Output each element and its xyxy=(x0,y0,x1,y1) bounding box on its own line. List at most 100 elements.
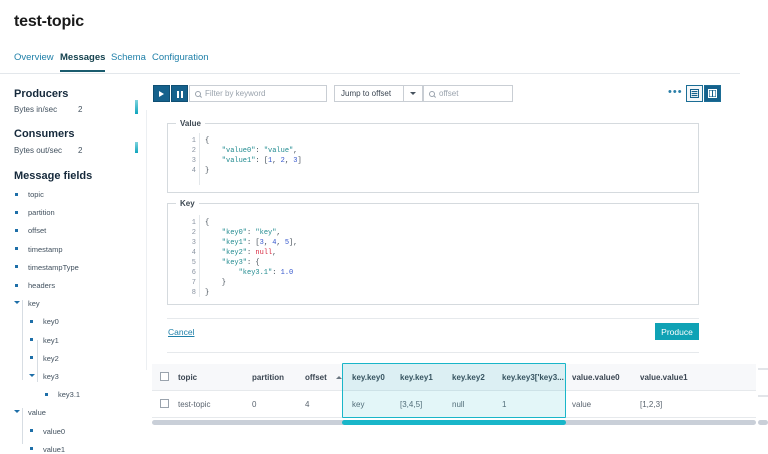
table-column-header[interactable]: key.key1 xyxy=(400,373,433,382)
line-number: 6 xyxy=(191,269,196,277)
filter-input[interactable]: Filter by keyword xyxy=(189,85,327,102)
code-line: "key1": [3, 4, 5], xyxy=(205,239,298,247)
jump-mode-select[interactable]: Jump to offset xyxy=(334,85,404,102)
key-editor-legend: Key xyxy=(176,199,199,208)
tab-overview[interactable]: Overview xyxy=(14,52,54,63)
bytes-in-value: 2 xyxy=(78,105,83,114)
tree-guide-line xyxy=(22,300,23,380)
sidebar-field-timestamp[interactable]: timestamp xyxy=(28,244,63,254)
code-line: "key3": { xyxy=(205,259,260,267)
sidebar-field-key0[interactable]: key0 xyxy=(43,317,59,327)
edge-clipped-scrollbar xyxy=(758,420,768,425)
table-cell: null xyxy=(452,400,465,409)
tab-schema[interactable]: Schema xyxy=(111,52,146,63)
producers-sparkline xyxy=(135,100,138,114)
table-column-header[interactable]: value.value1 xyxy=(640,373,688,382)
code-line: "key2": null, xyxy=(205,249,277,257)
sidebar-field-key3-1[interactable]: key3.1 xyxy=(58,390,81,400)
sidebar-field-value[interactable]: value xyxy=(28,408,46,418)
sidebar-field-topic[interactable]: topic xyxy=(28,190,44,199)
line-number: 1 xyxy=(191,137,196,145)
section-divider xyxy=(167,352,699,353)
list-view-icon xyxy=(690,89,699,98)
value-editor-box[interactable] xyxy=(167,123,699,193)
code-line: "key0": "key", xyxy=(205,229,281,237)
jump-mode-caret-button[interactable] xyxy=(404,85,423,102)
filter-placeholder: Filter by keyword xyxy=(205,89,266,98)
offset-placeholder: offset xyxy=(439,89,459,98)
table-column-header[interactable]: key.key0 xyxy=(352,373,385,382)
line-number: 4 xyxy=(191,167,196,175)
table-column-header[interactable]: offset xyxy=(305,373,327,382)
table-column-header[interactable]: topic xyxy=(178,373,198,382)
select-all-checkbox[interactable] xyxy=(160,372,169,381)
horizontal-scrollbar-thumb[interactable] xyxy=(342,420,566,425)
tab-messages[interactable]: Messages xyxy=(60,52,106,72)
table-column-header[interactable]: partition xyxy=(252,373,284,382)
sort-ascending-icon[interactable] xyxy=(336,376,342,379)
ellipsis-icon[interactable]: ••• xyxy=(668,86,683,98)
produce-button[interactable]: Produce xyxy=(655,323,699,340)
code-line: "value0": "value", xyxy=(205,147,298,155)
producers-heading: Producers xyxy=(14,88,69,100)
sidebar-main-divider xyxy=(146,110,147,370)
code-line: } xyxy=(205,289,210,297)
sidebar-field-timestamptype[interactable]: timestampType xyxy=(28,262,79,272)
message-fields-heading: Message fields xyxy=(14,170,93,182)
table-column-header[interactable]: key.key3['key3... xyxy=(502,373,564,382)
sidebar-field-key[interactable]: key xyxy=(28,299,40,309)
table-column-header[interactable]: value.value0 xyxy=(572,373,620,382)
table-cell: test-topic xyxy=(178,400,211,409)
bytes-out-value: 2 xyxy=(78,146,83,155)
form-actions-divider xyxy=(167,318,699,319)
play-icon xyxy=(159,90,164,97)
bullet-icon xyxy=(30,319,33,323)
edge-clipped-row xyxy=(758,368,768,370)
table-column-header[interactable]: key.key2 xyxy=(452,373,485,382)
key-editor-box[interactable] xyxy=(167,203,699,305)
sidebar-field-value1[interactable]: value1 xyxy=(43,444,66,454)
jump-mode-value: Jump to offset xyxy=(341,89,392,98)
bullet-icon xyxy=(15,192,18,196)
split-view-button[interactable] xyxy=(704,85,721,102)
offset-input[interactable]: offset xyxy=(423,85,513,102)
play-button[interactable] xyxy=(153,85,170,102)
edge-clipped-row xyxy=(758,395,768,397)
table-header-border xyxy=(152,390,756,391)
code-line: { xyxy=(205,137,210,145)
sidebar-field-key1[interactable]: key1 xyxy=(43,335,59,345)
line-number: 1 xyxy=(191,219,196,227)
table-row-border xyxy=(152,417,756,418)
tab-configuration[interactable]: Configuration xyxy=(152,52,209,63)
table-cell: 4 xyxy=(305,400,310,409)
bullet-icon xyxy=(15,247,18,251)
chevron-down-icon xyxy=(410,92,416,95)
sidebar-field-partition[interactable]: partition xyxy=(28,208,55,218)
code-line: } xyxy=(205,167,210,175)
chevron-down-icon[interactable] xyxy=(14,301,20,305)
list-view-button[interactable] xyxy=(686,85,703,102)
sidebar-field-value0[interactable]: value0 xyxy=(43,426,66,436)
split-view-icon xyxy=(708,89,717,98)
cancel-button[interactable]: Cancel xyxy=(168,327,195,337)
table-cell: 0 xyxy=(252,400,257,409)
code-line: "key3.1": 1.0 xyxy=(205,269,294,277)
row-checkbox[interactable] xyxy=(160,399,169,408)
search-icon xyxy=(195,90,201,97)
pause-button[interactable] xyxy=(171,85,188,102)
sidebar-field-offset[interactable]: offset xyxy=(28,226,47,236)
code-line: { xyxy=(205,219,210,227)
bullet-icon xyxy=(15,210,18,214)
bytes-in-label: Bytes in/sec xyxy=(14,105,58,114)
value-editor-legend: Value xyxy=(176,119,205,128)
chevron-down-icon[interactable] xyxy=(14,410,20,414)
page-title: test-topic xyxy=(14,13,85,30)
pause-icon xyxy=(176,85,183,103)
sidebar-field-key2[interactable]: key2 xyxy=(43,353,59,363)
bullet-icon xyxy=(15,228,18,232)
chevron-down-icon[interactable] xyxy=(29,374,35,377)
sidebar-field-headers[interactable]: headers xyxy=(28,281,56,290)
sidebar-field-key3[interactable]: key3 xyxy=(43,372,59,381)
table-cell: key xyxy=(352,400,365,409)
line-number: 7 xyxy=(191,279,196,287)
